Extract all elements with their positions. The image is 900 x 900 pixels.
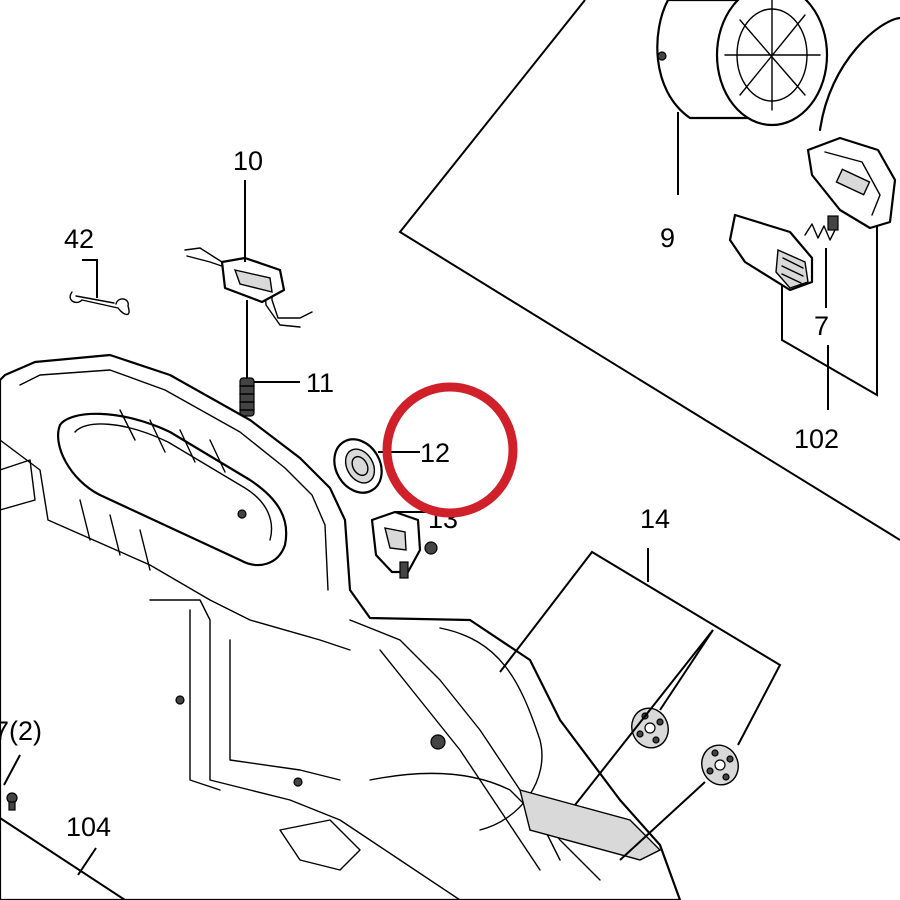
callout-10: 10 xyxy=(233,146,263,176)
part-102-housing xyxy=(728,136,897,292)
assembly-frame-9 xyxy=(398,0,900,541)
part-14-dampers xyxy=(631,707,739,786)
callout-11: 11 xyxy=(306,368,334,398)
callout-9: 9 xyxy=(660,223,675,253)
leader-104 xyxy=(77,847,97,876)
callout-42: 42 xyxy=(64,224,94,254)
leader-14-a xyxy=(659,629,714,711)
callout-12: 12 xyxy=(420,438,450,468)
callout-14: 14 xyxy=(640,504,670,534)
part-10-switch xyxy=(184,247,313,328)
leader-14-b xyxy=(574,629,714,806)
part-7-spring xyxy=(804,215,839,241)
leader-14-c xyxy=(619,781,706,861)
part-9-fan xyxy=(656,0,900,132)
main-housing xyxy=(0,353,682,900)
callout-7: 7 xyxy=(814,311,829,341)
callout-104: 104 xyxy=(66,812,111,842)
leader-14-bracket xyxy=(499,550,782,746)
leader-104-bracket xyxy=(0,817,126,900)
callout-27: 7(2) xyxy=(0,716,42,746)
part-11-spring xyxy=(239,377,255,417)
leader-27 xyxy=(3,754,21,786)
part-13-bracket xyxy=(370,510,438,579)
leader-42 xyxy=(82,259,98,298)
part-12-bearing xyxy=(333,438,383,494)
callout-102: 102 xyxy=(794,424,839,454)
part-42-clip xyxy=(69,291,130,316)
highlight-circle xyxy=(382,382,518,518)
leader-102-bracket xyxy=(781,225,878,397)
part-27-screw xyxy=(6,792,18,811)
